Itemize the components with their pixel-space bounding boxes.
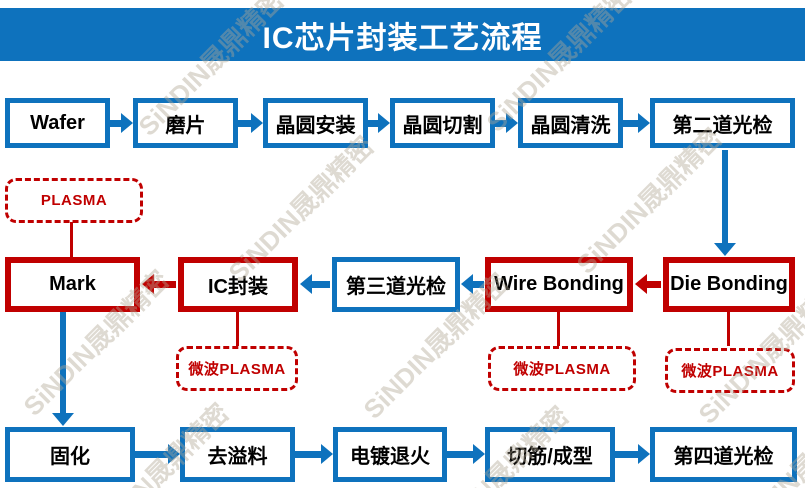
arrow-grinding-to-mount [238,113,263,133]
connector-wirebond-to-plasma [557,312,560,346]
arrow-icpackage-to-mark [142,274,176,294]
node-inspection-3: 第三道光检 [332,257,460,312]
node-wafer-clean: 晶圆清洗 [518,98,623,148]
node-plating-anneal: 电镀退火 [333,427,447,482]
arrow-cure-to-deflash [135,444,180,464]
arrow-dicing-to-clean [495,113,518,133]
arrow-trimform-to-inspection4 [615,444,650,464]
node-cure: 固化 [5,427,135,482]
node-plasma: PLASMA [5,178,143,223]
node-grinding: 磨片 [133,98,238,148]
arrow-mount-to-dicing [368,113,390,133]
node-wafer: Wafer [5,98,110,148]
node-wafer-dicing: 晶圆切割 [390,98,495,148]
arrow-inspection3-to-icpackage [300,274,330,294]
node-die-bonding: Die Bonding [663,257,795,312]
node-mark: Mark [5,257,140,312]
page-title: IC芯片封装工艺流程 [0,8,805,61]
arrow-plating-to-trimform [447,444,485,464]
node-microwave-plasma-3: 微波PLASMA [665,348,795,393]
arrow-wafer-to-grinding [110,113,133,133]
arrow-deflash-to-plating [295,444,333,464]
arrow-inspection2-to-diebonding [714,150,736,256]
node-microwave-plasma-2: 微波PLASMA [488,346,636,391]
node-wire-bonding: Wire Bonding [485,257,633,312]
node-microwave-plasma-1: 微波PLASMA [176,346,298,391]
arrow-wirebond-to-inspection3 [461,274,484,294]
connector-diebond-to-plasma [727,312,730,346]
node-inspection-2: 第二道光检 [650,98,795,148]
node-inspection-4: 第四道光检 [650,427,797,482]
node-ic-package: IC封装 [178,257,298,312]
connector-plasma-to-mark [70,222,73,257]
node-wafer-mount: 晶圆安装 [263,98,368,148]
arrow-diebond-to-wirebond [635,274,661,294]
node-trim-form: 切筋/成型 [485,427,615,482]
connector-icpackage-to-plasma [236,312,239,346]
arrow-clean-to-inspection2 [623,113,650,133]
node-deflash: 去溢料 [180,427,295,482]
arrow-mark-to-cure [52,312,74,426]
